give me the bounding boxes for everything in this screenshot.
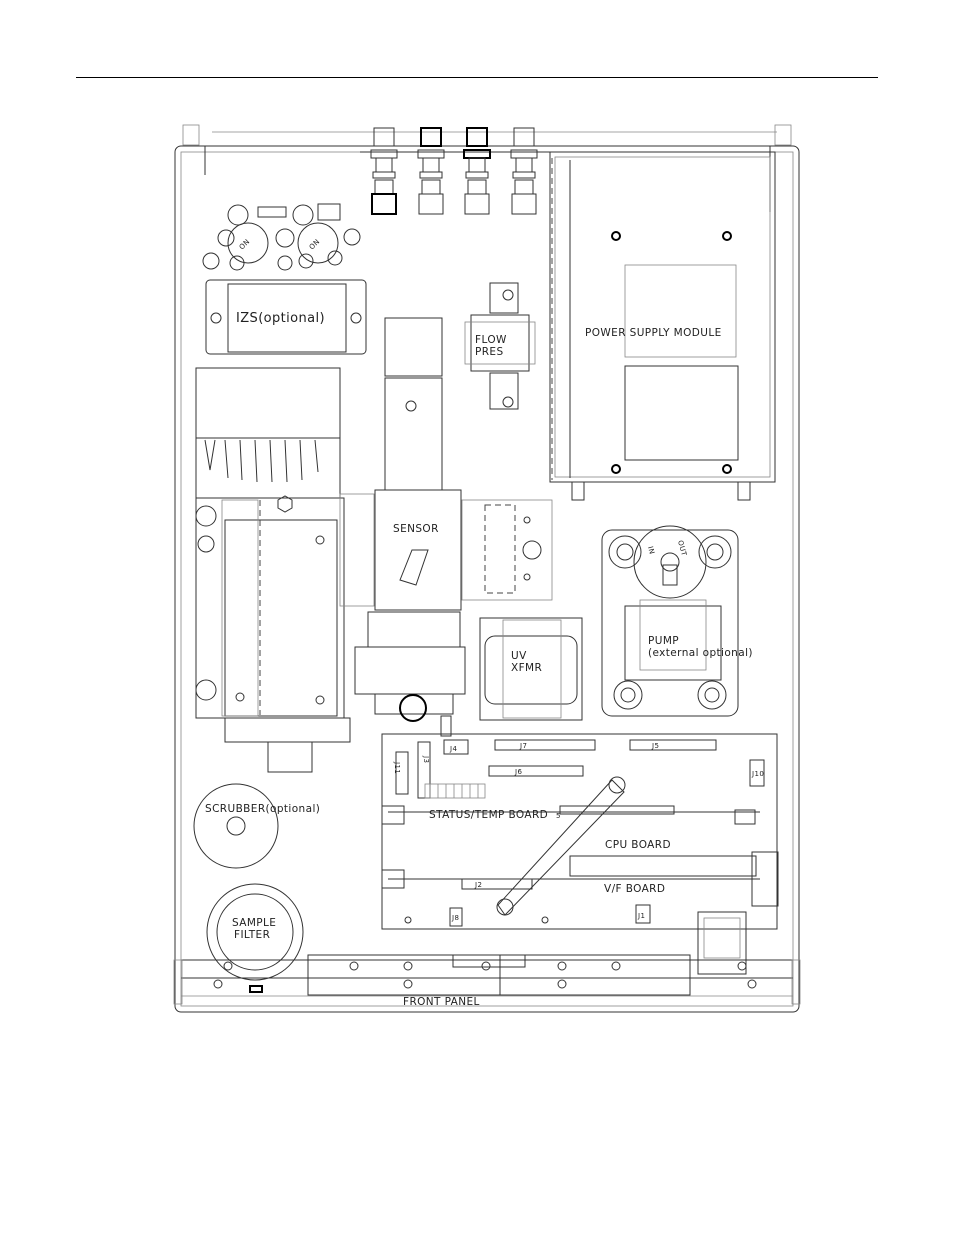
pres-label: PRES [475, 346, 504, 358]
pump-out-label: OUT [676, 539, 688, 557]
flow-label: FLOW [475, 334, 507, 346]
power-supply-label: POWER SUPPLY MODULE [585, 327, 722, 339]
pump-external-label: (external optional) [648, 647, 753, 659]
ozone-heatsink [196, 368, 350, 772]
bracket [698, 912, 746, 974]
j4-label: J4 [449, 745, 457, 753]
vf-board-label: V/F BOARD [604, 883, 665, 895]
flow-pressure-sensor: FLOW PRES [465, 283, 535, 409]
status-5-label: 5 [556, 812, 561, 820]
j3-label: J3 [422, 755, 430, 763]
j2-label: J2 [474, 881, 482, 889]
izs-module: IZS(optional) [206, 280, 366, 354]
j1-label: J1 [637, 912, 645, 920]
board-stack: J11 J3 J4 J7 J5 J6 J10 J2 J8 J1 STATUS/T… [382, 734, 778, 929]
pump-label: PUMP [648, 635, 679, 647]
uv-transformer: UV XFMR [480, 618, 582, 720]
izs-valves: ON ON [203, 204, 360, 270]
j8-label: J8 [451, 914, 459, 922]
scrubber: SCRUBBER(optional) [194, 784, 320, 868]
pump-in-label: IN [646, 545, 656, 555]
j7-label: J7 [519, 742, 527, 750]
sensor-label: SENSOR [393, 523, 439, 535]
front-panel: FRONT PANEL [174, 955, 800, 1008]
valve-label-2: ON [308, 238, 322, 252]
filter-label: FILTER [234, 929, 270, 941]
pump: IN OUT PUMP (external optional) [602, 526, 753, 716]
sample-label: SAMPLE [232, 917, 276, 929]
valve-label-1: ON [238, 238, 252, 252]
status-board-label: STATUS/TEMP BOARD [429, 809, 548, 821]
sample-filter: SAMPLE FILTER [207, 884, 303, 980]
j5-label: J5 [651, 742, 659, 750]
xfmr-label: XFMR [511, 662, 542, 674]
j6-label: J6 [514, 768, 522, 776]
uv-label: UV [511, 650, 527, 662]
rear-gas-fittings [371, 128, 537, 214]
izs-label: IZS(optional) [236, 311, 325, 326]
j11-label: J11 [393, 761, 401, 774]
scrubber-label: SCRUBBER(optional) [205, 803, 320, 815]
j10-label: J10 [751, 770, 764, 778]
front-panel-label: FRONT PANEL [403, 996, 480, 1008]
power-supply-module: POWER SUPPLY MODULE [550, 152, 775, 500]
cpu-board-label: CPU BOARD [605, 839, 671, 851]
